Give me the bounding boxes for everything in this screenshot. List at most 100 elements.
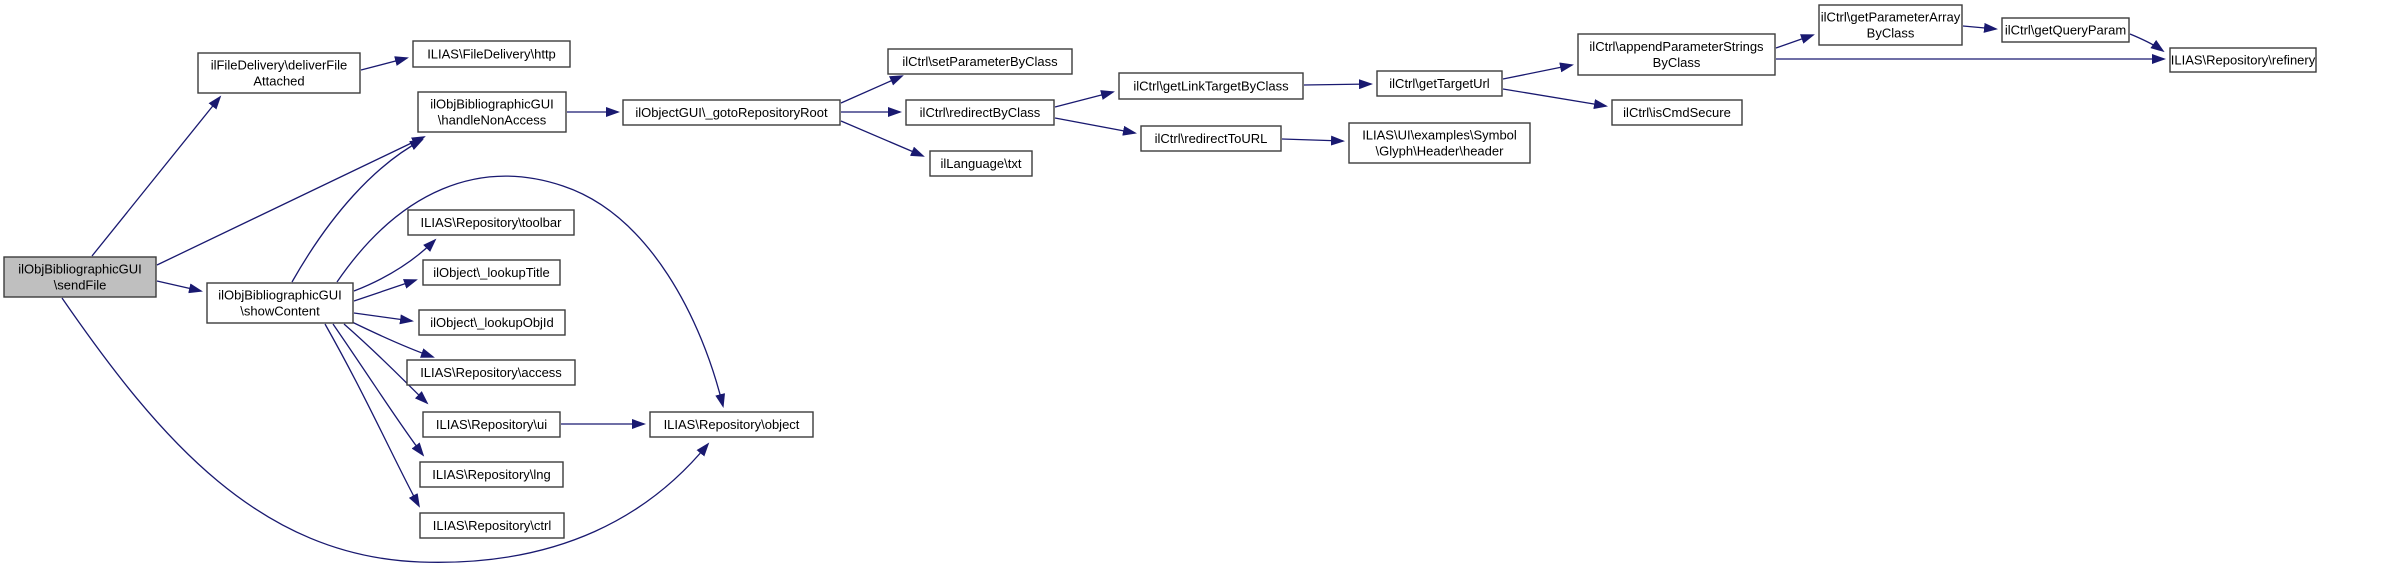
node-redirectByClass[interactable]: ilCtrl\redirectByClass xyxy=(905,99,1055,126)
node-box-access[interactable] xyxy=(406,359,576,386)
nodes-layer: ilObjBibliographicGUI\sendFile ilFileDeli… xyxy=(3,4,2317,539)
node-label-gotoRepositoryRoot: ilObjectGUI\_gotoRepositoryRoot xyxy=(635,105,828,120)
node-lookupTitle[interactable]: ilObject\_lookupTitle xyxy=(422,259,561,286)
node-box-object[interactable] xyxy=(649,411,814,438)
node-label-showContent: ilObjBibliographicGUI\showContent xyxy=(218,288,342,319)
node-box-txt[interactable] xyxy=(929,150,1033,177)
node-isCmdSecure[interactable]: ilCtrl\isCmdSecure xyxy=(1611,99,1743,126)
node-access[interactable]: ILIAS\Repository\access xyxy=(406,359,576,386)
edge-gotoRepositoryRoot-to-setParameterByClass xyxy=(840,75,904,104)
node-label-access: ILIAS\Repository\access xyxy=(420,365,562,380)
edge-gotoRepositoryRoot-to-txt xyxy=(840,120,925,157)
node-box-getLinkTargetByClass[interactable] xyxy=(1118,72,1304,100)
node-label-toolbar: ILIAS\Repository\toolbar xyxy=(421,215,563,230)
edge-getTargetUrl-to-isCmdSecure xyxy=(1502,88,1608,109)
node-box-redirectByClass[interactable] xyxy=(905,99,1055,126)
edge-showContent-to-toolbar xyxy=(353,238,437,292)
node-showContent[interactable]: ilObjBibliographicGUI\showContent xyxy=(206,282,354,324)
edges-layer xyxy=(61,22,2166,563)
node-label-setParameterByClass: ilCtrl\setParameterByClass xyxy=(902,54,1058,69)
edge-sendFile-to-showContent xyxy=(156,280,203,294)
node-box-deliverFileAttached[interactable] xyxy=(197,52,361,94)
node-label-lookupTitle: ilObject\_lookupTitle xyxy=(433,265,550,280)
node-handleNonAccess[interactable]: ilObjBibliographicGUI\handleNonAccess xyxy=(417,91,567,133)
node-refinery[interactable]: ILIAS\Repository\refinery xyxy=(2169,47,2317,73)
edge-showContent-to-lookupObjId xyxy=(353,312,414,325)
node-redirectToURL[interactable]: ilCtrl\redirectToURL xyxy=(1140,125,1282,152)
node-box-toolbar[interactable] xyxy=(407,209,575,236)
node-box-setParameterByClass[interactable] xyxy=(887,48,1073,75)
node-box-getParameterArrayByClass[interactable] xyxy=(1818,4,1963,46)
edge-getTargetUrl-to-appendParameterStringsByClass xyxy=(1502,62,1574,80)
node-box-sendFile xyxy=(3,256,157,298)
edge-showContent-to-ctrl xyxy=(324,323,420,508)
edge-getQueryParam-to-refinery xyxy=(2129,33,2165,53)
node-box-refinery[interactable] xyxy=(2169,47,2317,73)
node-label-getLinkTargetByClass: ilCtrl\getLinkTargetByClass xyxy=(1133,79,1289,94)
node-box-header[interactable] xyxy=(1348,122,1531,164)
node-txt[interactable]: ilLanguage\txt xyxy=(929,150,1033,177)
node-label-object: ILIAS\Repository\object xyxy=(664,417,800,432)
edge-showContent-to-handleNonAccess xyxy=(291,139,424,283)
node-label-header: ILIAS\UI\examples\Symbol\Glyph\Header\he… xyxy=(1362,128,1517,159)
edge-redirectByClass-to-getLinkTargetByClass xyxy=(1054,90,1115,108)
node-label-redirectByClass: ilCtrl\redirectByClass xyxy=(920,105,1041,120)
edge-redirectToURL-to-header xyxy=(1281,135,1345,146)
node-getLinkTargetByClass[interactable]: ilCtrl\getLinkTargetByClass xyxy=(1118,72,1304,100)
node-box-ui[interactable] xyxy=(422,411,561,438)
node-box-getTargetUrl[interactable] xyxy=(1376,70,1503,97)
node-label-ui: ILIAS\Repository\ui xyxy=(436,417,547,432)
node-label-redirectToURL: ilCtrl\redirectToURL xyxy=(1155,131,1268,146)
node-label-getTargetUrl: ilCtrl\getTargetUrl xyxy=(1389,76,1490,91)
node-box-handleNonAccess[interactable] xyxy=(417,91,567,133)
node-ctrl[interactable]: ILIAS\Repository\ctrl xyxy=(419,512,565,539)
node-box-lng[interactable] xyxy=(419,461,564,488)
node-box-ctrl[interactable] xyxy=(419,512,565,539)
node-box-appendParameterStringsByClass[interactable] xyxy=(1577,33,1776,76)
node-lng[interactable]: ILIAS\Repository\lng xyxy=(419,461,564,488)
edge-sendFile-to-object xyxy=(61,297,710,563)
node-getQueryParam[interactable]: ilCtrl\getQueryParam xyxy=(2001,17,2130,43)
node-box-gotoRepositoryRoot[interactable] xyxy=(622,99,841,126)
edge-showContent-to-access xyxy=(351,321,435,358)
node-label-sendFile: ilObjBibliographicGUI\sendFile xyxy=(18,262,142,293)
node-lookupObjId[interactable]: ilObject\_lookupObjId xyxy=(418,309,566,336)
edge-showContent-to-lng xyxy=(332,323,425,457)
edge-getLinkTargetByClass-to-getTargetUrl xyxy=(1303,79,1373,90)
node-toolbar[interactable]: ILIAS\Repository\toolbar xyxy=(407,209,575,236)
edge-getParameterArrayByClass-to-getQueryParam xyxy=(1962,22,1998,33)
edge-showContent-to-object xyxy=(336,175,726,408)
node-label-ctrl: ILIAS\Repository\ctrl xyxy=(433,518,552,533)
edge-sendFile-to-deliverFileAttached xyxy=(91,95,222,257)
node-http[interactable]: ILIAS\FileDelivery\http xyxy=(412,40,571,68)
node-box-redirectToURL[interactable] xyxy=(1140,125,1282,152)
node-box-http[interactable] xyxy=(412,40,571,68)
node-box-isCmdSecure[interactable] xyxy=(1611,99,1743,126)
edge-sendFile-to-handleNonAccess xyxy=(156,136,426,266)
node-label-isCmdSecure: ilCtrl\isCmdSecure xyxy=(1623,105,1731,120)
node-box-lookupTitle[interactable] xyxy=(422,259,561,286)
node-box-showContent[interactable] xyxy=(206,282,354,324)
node-object[interactable]: ILIAS\Repository\object xyxy=(649,411,814,438)
node-setParameterByClass[interactable]: ilCtrl\setParameterByClass xyxy=(887,48,1073,75)
node-box-lookupObjId[interactable] xyxy=(418,309,566,336)
node-ui[interactable]: ILIAS\Repository\ui xyxy=(422,411,561,438)
node-label-lookupObjId: ilObject\_lookupObjId xyxy=(430,315,554,330)
edge-appendParameterStringsByClass-to-getParameterArrayByClass xyxy=(1775,34,1815,49)
node-label-lng: ILIAS\Repository\lng xyxy=(432,467,551,482)
node-label-getQueryParam: ilCtrl\getQueryParam xyxy=(2005,23,2126,38)
node-gotoRepositoryRoot[interactable]: ilObjectGUI\_gotoRepositoryRoot xyxy=(622,99,841,126)
node-box-getQueryParam[interactable] xyxy=(2001,17,2130,43)
node-getTargetUrl[interactable]: ilCtrl\getTargetUrl xyxy=(1376,70,1503,97)
node-label-refinery: ILIAS\Repository\refinery xyxy=(2171,53,2316,68)
node-label-txt: ilLanguage\txt xyxy=(941,156,1022,171)
node-header[interactable]: ILIAS\UI\examples\Symbol\Glyph\Header\he… xyxy=(1348,122,1531,164)
